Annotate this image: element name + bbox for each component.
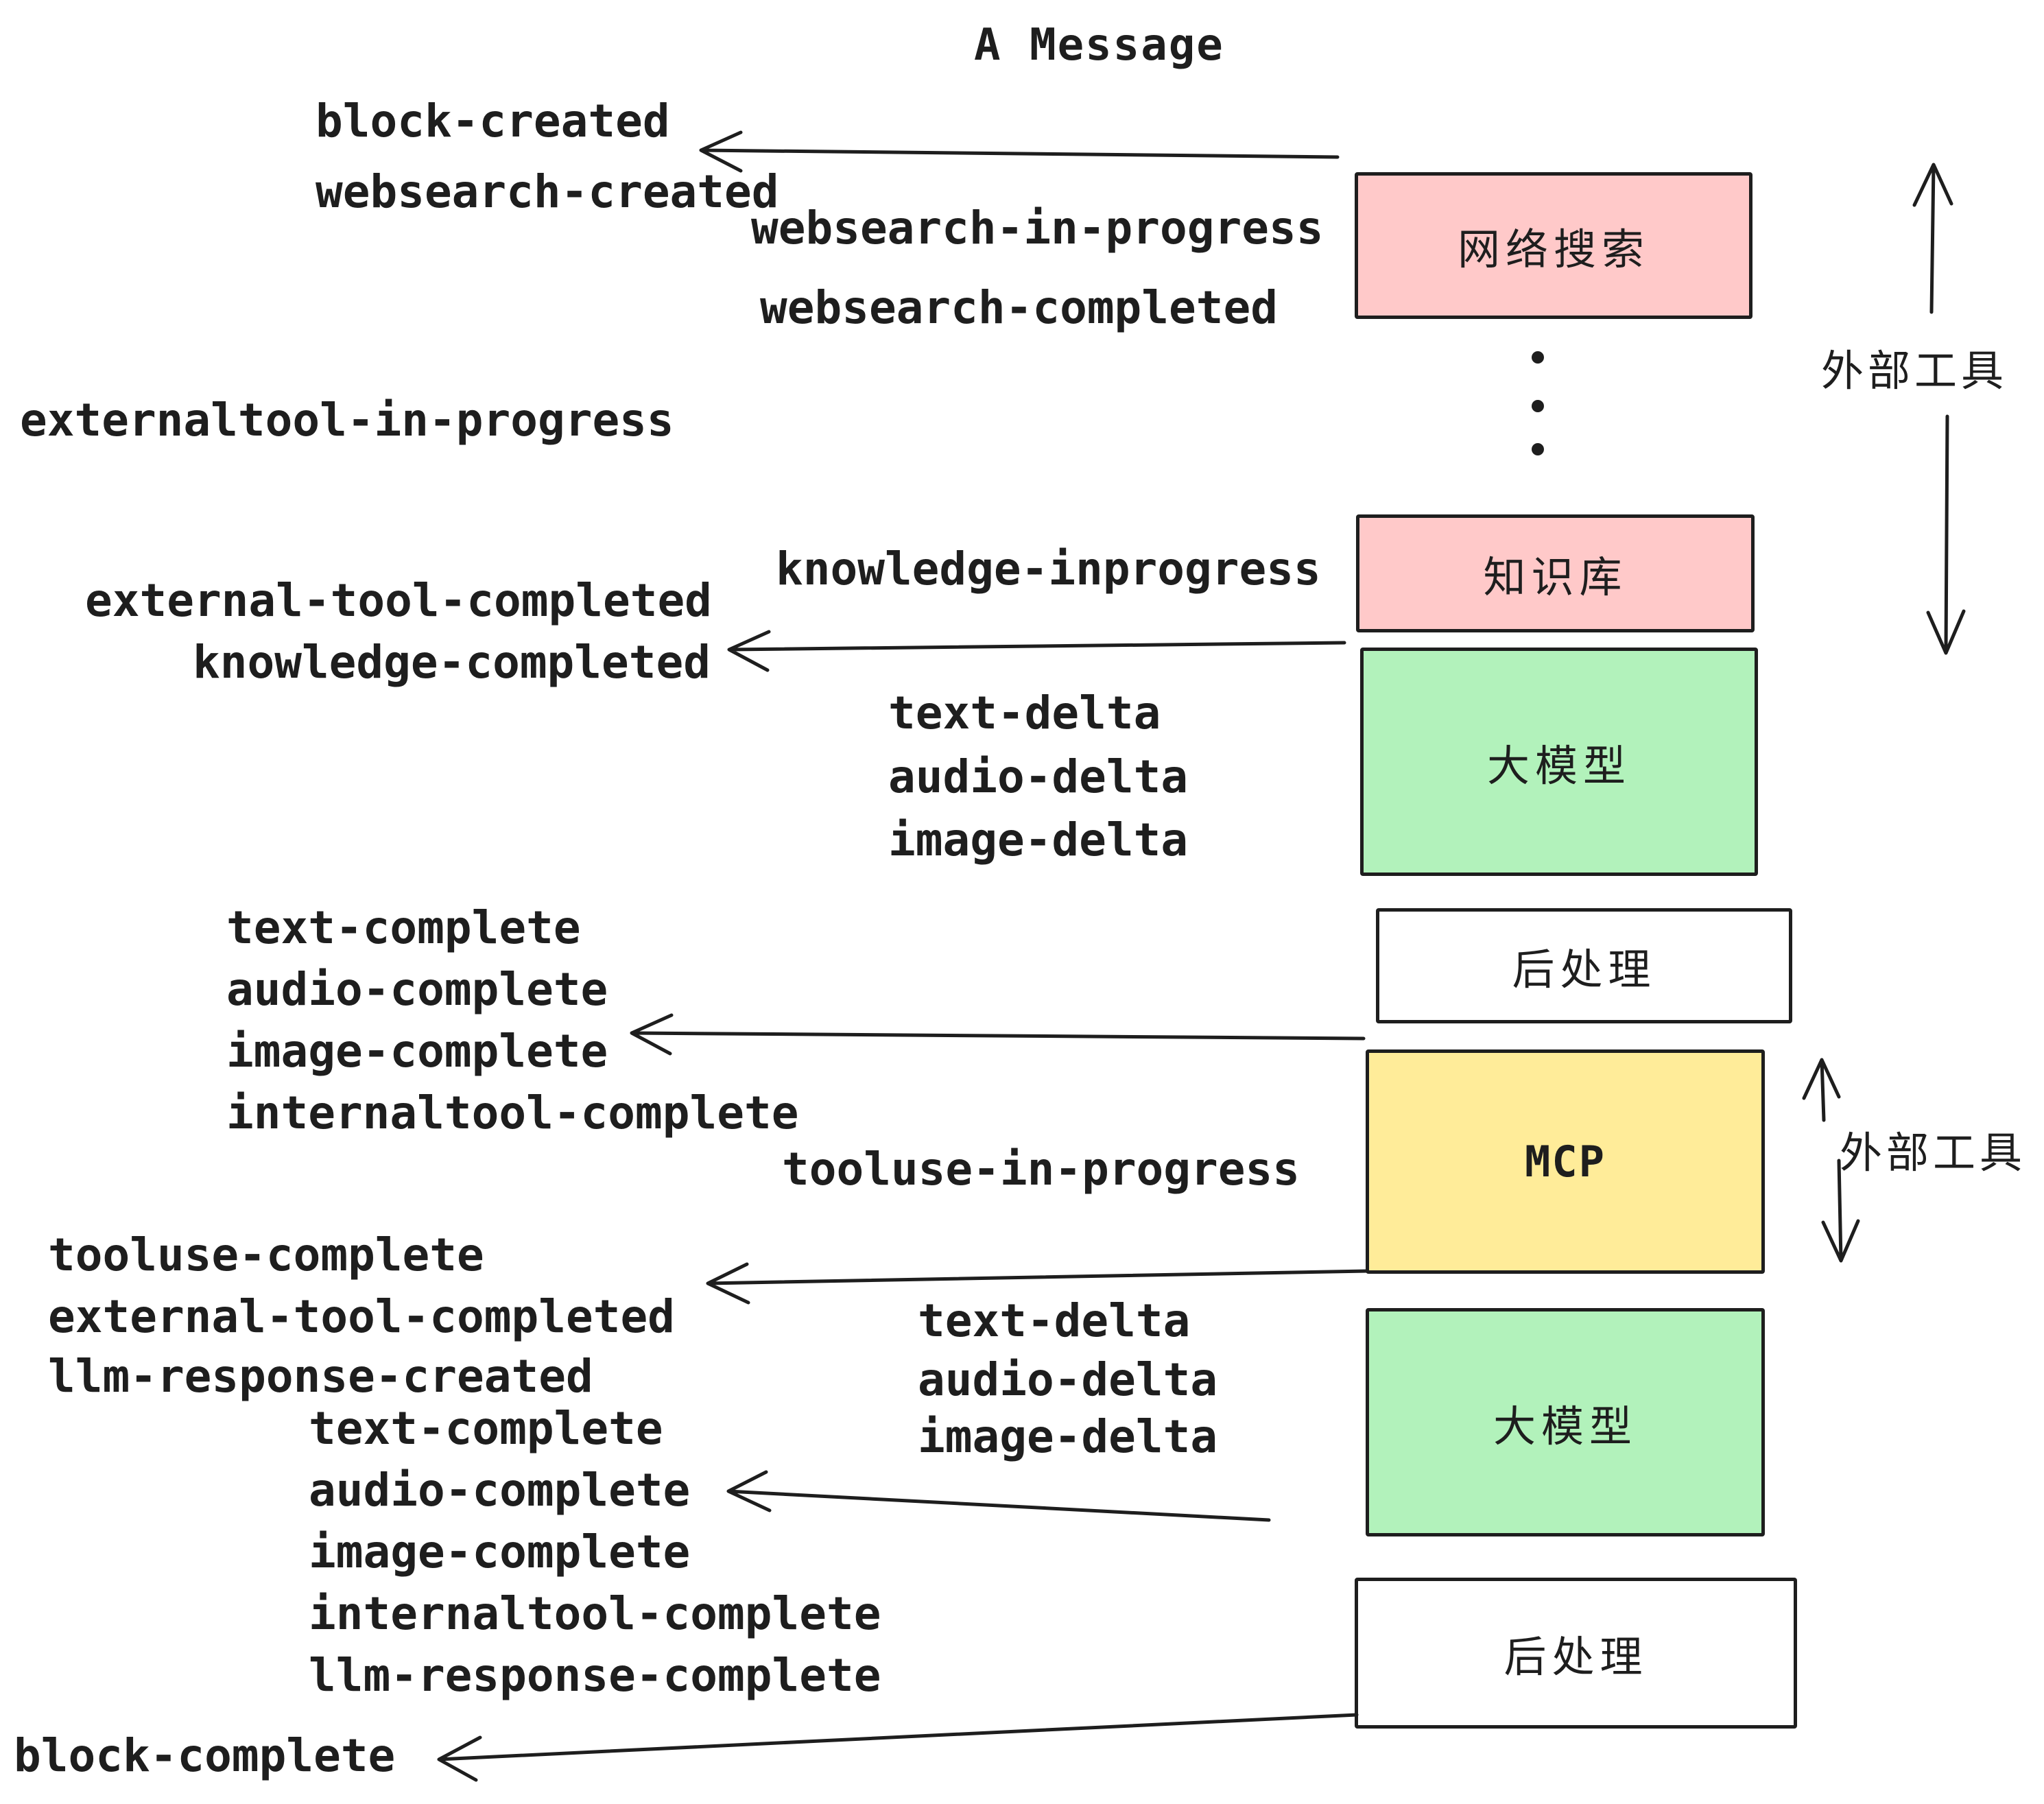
event-label-websearch-in-progress: websearch-in-progress — [751, 202, 1324, 254]
external-tools-down-arrow-icon — [1926, 414, 1966, 655]
box-llm-1: 大模型 — [1360, 648, 1758, 876]
event-label-image-complete-1: image-complete — [226, 1025, 608, 1078]
box-post-processing-2: 后处理 — [1355, 1578, 1797, 1729]
side-label-external-tools-top: 外部工具 — [1821, 346, 2008, 396]
event-label-tooluse-in-progress: tooluse-in-progress — [782, 1143, 1300, 1196]
event-label-internaltool-complete-2: internaltool-complete — [309, 1587, 881, 1640]
box-label-llm-1: 大模型 — [1486, 740, 1631, 791]
diagram-title: A Message — [974, 20, 1224, 71]
box-label-websearch: 网络搜索 — [1457, 224, 1650, 274]
box-websearch: 网络搜索 — [1355, 172, 1752, 319]
event-label-text-complete-1: text-complete — [226, 901, 581, 954]
mcp-external-tools-up-arrow-icon — [1802, 1058, 1841, 1122]
arrow-websearch-to-created-events-icon — [699, 130, 1340, 173]
mcp-external-tools-down-arrow-icon — [1821, 1159, 1860, 1263]
event-label-text-delta-1: text-delta — [888, 687, 1161, 739]
event-label-llm-response-complete: llm-response-complete — [309, 1649, 881, 1702]
side-label-external-tools-mcp: 外部工具 — [1840, 1128, 2027, 1178]
event-label-websearch-completed: websearch-completed — [760, 281, 1278, 334]
box-llm-2: 大模型 — [1366, 1308, 1765, 1536]
event-label-external-tool-completed-2: external-tool-completed — [48, 1290, 675, 1343]
arrow-llm2-to-audio-complete-icon — [726, 1470, 1271, 1522]
event-label-external-tool-completed: external-tool-completed — [85, 574, 712, 627]
event-label-tooluse-complete: tooluse-complete — [48, 1229, 484, 1281]
box-label-post-processing-1: 后处理 — [1512, 945, 1656, 995]
event-label-image-delta-1: image-delta — [888, 814, 1189, 866]
event-label-internaltool-complete-1: internaltool-complete — [226, 1087, 799, 1139]
event-label-text-complete-2: text-complete — [309, 1402, 663, 1455]
arrow-llm2-to-tooluse-complete-icon — [706, 1262, 1369, 1305]
box-label-mcp: MCP — [1525, 1137, 1606, 1187]
arrow-llm1-to-knowledge-completed-icon — [727, 630, 1346, 672]
event-label-image-complete-2: image-complete — [309, 1526, 691, 1578]
vertical-ellipsis-icon — [1532, 351, 1544, 455]
event-label-websearch-created: websearch-created — [316, 165, 779, 218]
event-label-audio-complete-1: audio-complete — [226, 963, 608, 1016]
event-label-llm-response-created: llm-response-created — [48, 1350, 593, 1403]
external-tools-up-arrow-icon — [1912, 163, 1953, 314]
event-label-externaltool-in-progress: externaltool-in-progress — [20, 394, 674, 447]
box-mcp: MCP — [1366, 1049, 1765, 1274]
event-label-audio-delta-2: audio-delta — [918, 1353, 1218, 1406]
event-label-knowledge-completed: knowledge-completed — [193, 636, 711, 689]
box-knowledge: 知识库 — [1356, 514, 1755, 632]
event-label-audio-complete-2: audio-complete — [309, 1464, 691, 1517]
box-post-processing-1: 后处理 — [1376, 908, 1792, 1023]
arrow-post1-to-complete-events-icon — [630, 1013, 1366, 1056]
box-label-knowledge: 知识库 — [1483, 552, 1628, 602]
event-label-image-delta-2: image-delta — [918, 1410, 1218, 1463]
event-label-text-delta-2: text-delta — [918, 1294, 1191, 1347]
event-label-audio-delta-1: audio-delta — [888, 750, 1189, 803]
arrow-post2-to-block-complete-icon — [437, 1713, 1359, 1782]
event-label-block-created: block-created — [316, 95, 670, 147]
event-label-knowledge-inprogress: knowledge-inprogress — [776, 543, 1321, 595]
box-label-post-processing-2: 后处理 — [1504, 1632, 1648, 1682]
box-label-llm-2: 大模型 — [1493, 1401, 1637, 1451]
event-label-block-complete: block-complete — [14, 1729, 396, 1782]
